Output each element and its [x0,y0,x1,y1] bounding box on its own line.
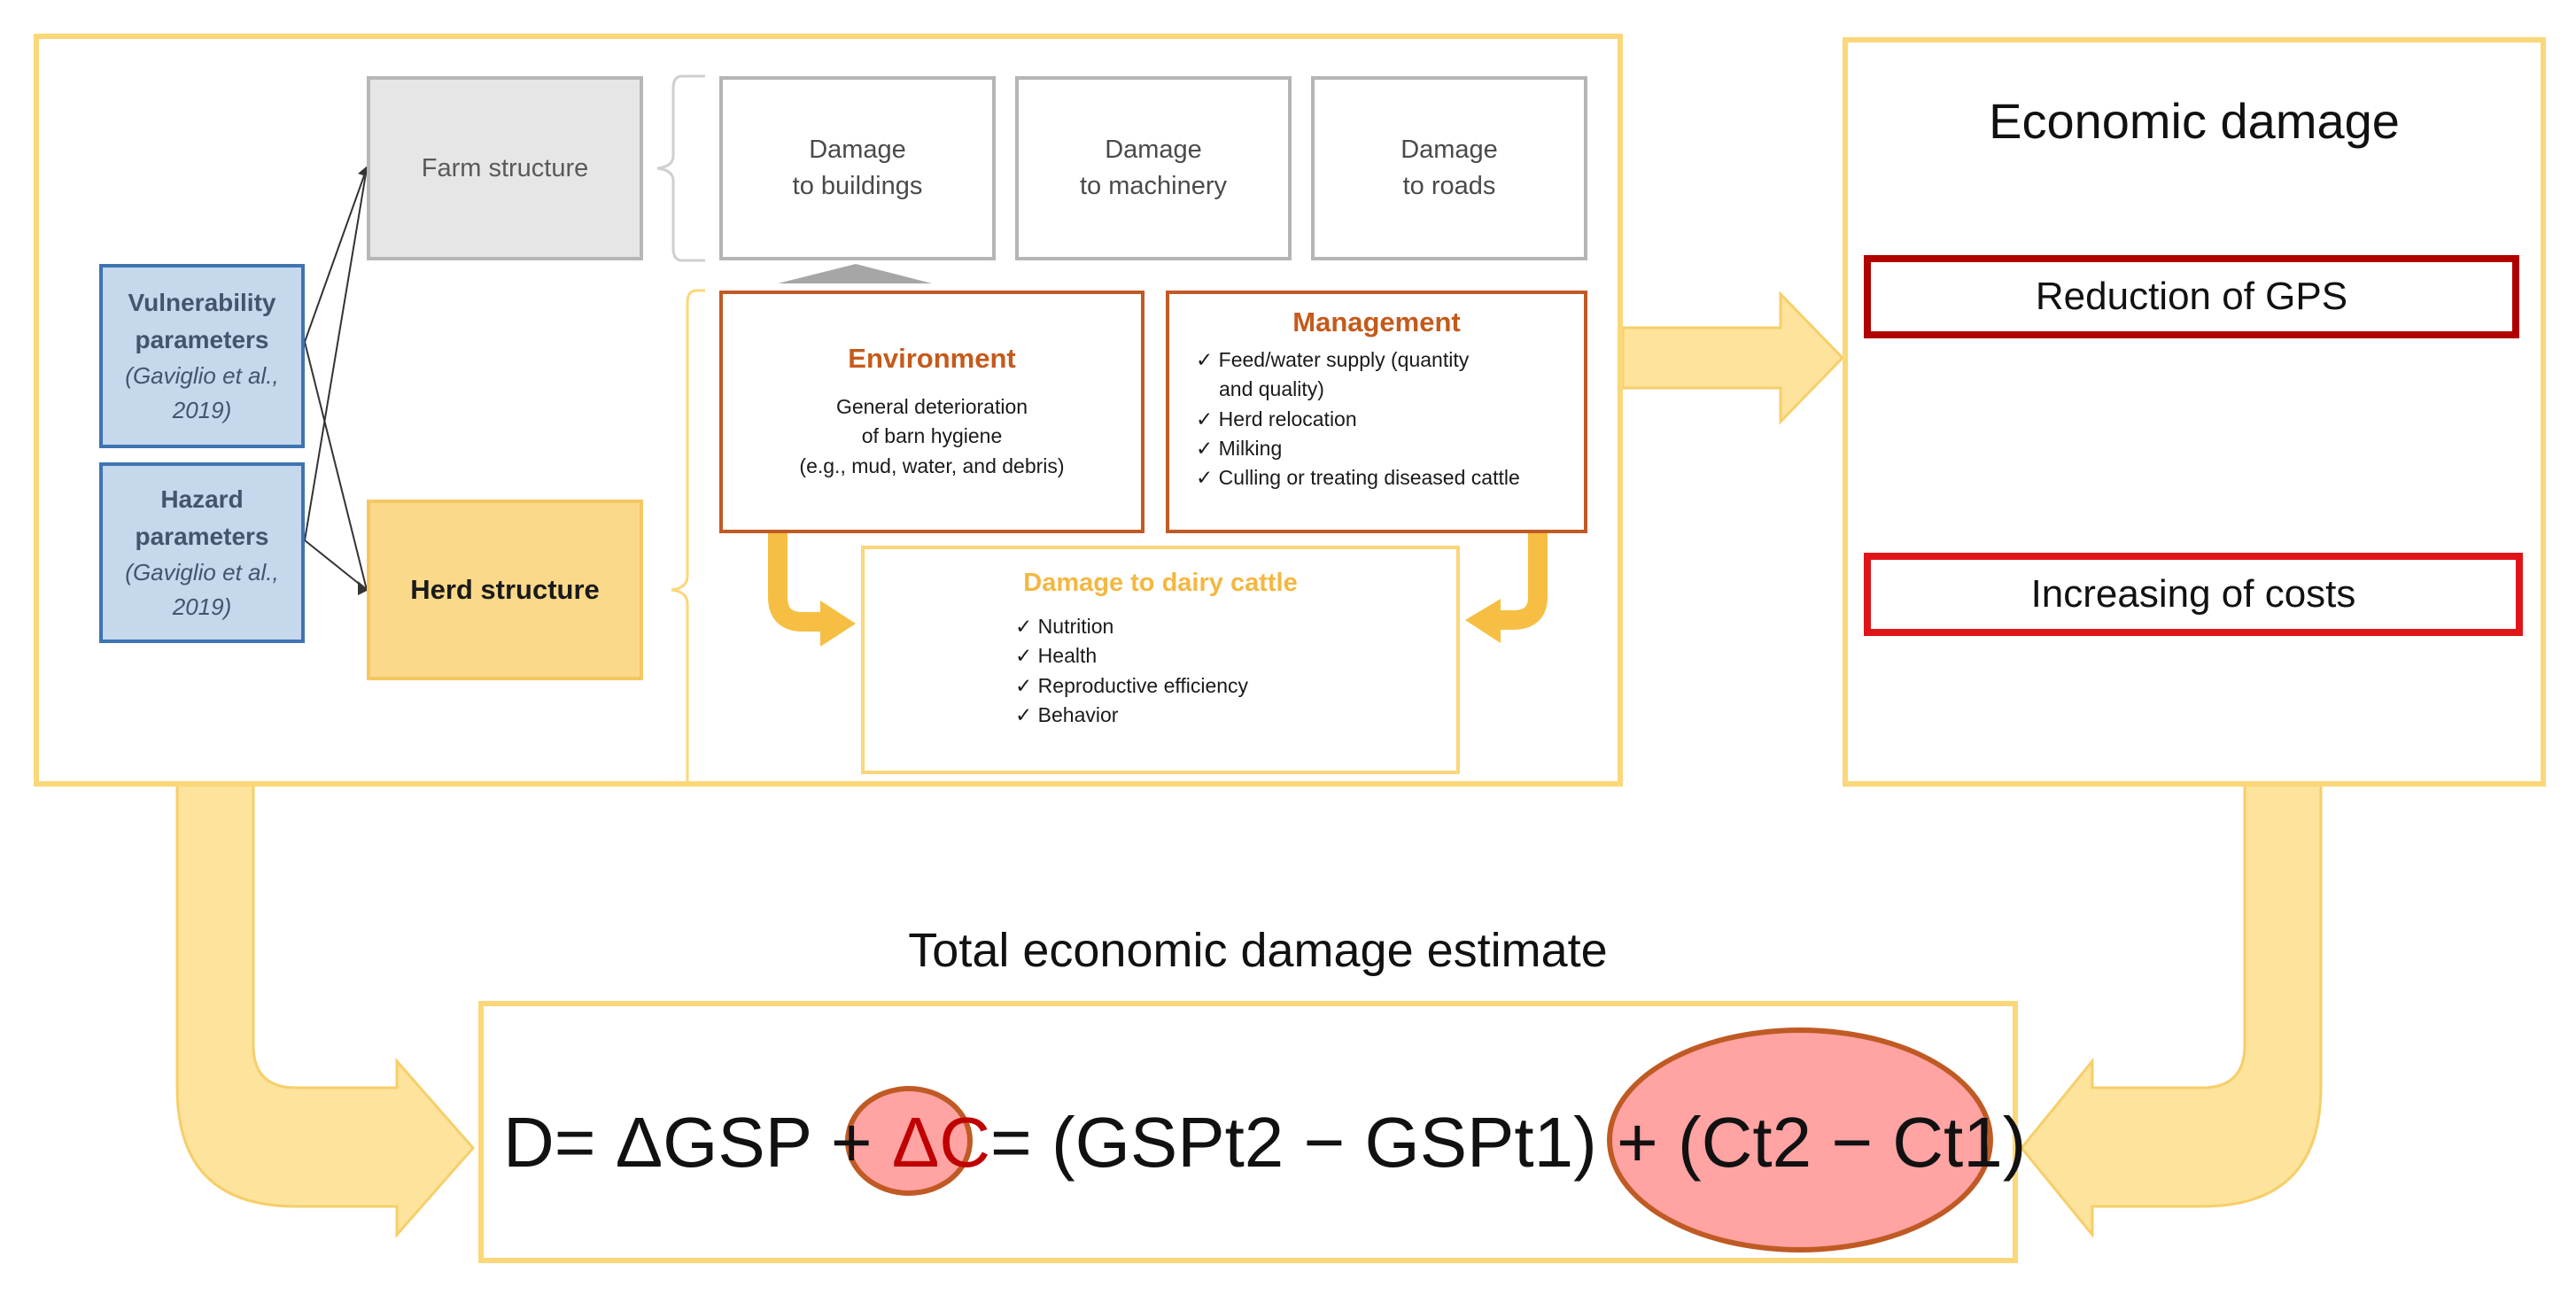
arrow-to-economic-damage [1621,291,1845,425]
hazard-title-2: parameters [135,523,269,550]
environment-line-3: (e.g., mud, water, and debris) [799,454,1065,477]
connector-vuln-herd [304,341,368,591]
arrow-management-to-cattle-head [1465,599,1501,643]
formula-box [478,1001,2018,1263]
hazard-parameters-box: Hazard parameters (Gaviglio et al., 2019… [99,462,305,643]
delta-c-oval [845,1086,973,1196]
arrowhead-farm [358,165,369,175]
hazard-citation-1: (Gaviglio et al., [125,559,279,585]
management-box: Management Feed/water supply (quantity a… [1166,291,1587,533]
vulnerability-title-2: parameters [135,326,269,353]
vulnerability-citation-2: 2019) [172,397,232,423]
formula-part-2: = (GSPt2 − GSPt1) + [990,1103,1678,1182]
hazard-title-1: Hazard [160,485,244,513]
damage-buildings-box: Damage to buildings [719,76,996,260]
management-item-1: Feed/water supply (quantity [1196,345,1584,375]
arrow-management-to-cattle [1497,533,1548,630]
environment-box: Environment General deterioration of bar… [719,291,1144,533]
management-item-1-cont: and quality) [1196,375,1584,404]
damage-machinery-line1: Damage [1105,136,1202,165]
dairy-cattle-item-3: Reproductive efficiency [1015,671,1456,701]
farm-structure-label: Farm structure [421,153,589,182]
economic-damage-panel: Economic damage [1843,37,2546,787]
total-estimate-title: Total economic damage estimate [908,924,1608,977]
economic-damage-title: Economic damage [1989,93,2400,149]
environment-line-1: General deterioration [835,394,1028,418]
dairy-cattle-list: Nutrition Health Reproductive efficiency… [1015,612,1456,730]
damage-roads-box: Damage to roads [1311,76,1587,260]
arrowhead-herd [358,581,369,595]
vulnerability-citation-1: (Gaviglio et al., [125,362,279,389]
dairy-cattle-item-1: Nutrition [1015,612,1456,641]
management-item-2: Herd relocation [1196,405,1584,434]
formula-delta-c: ΔC [891,1103,991,1182]
dairy-cattle-item-4: Behavior [1015,701,1456,730]
farm-structure-box: Farm structure [367,76,643,260]
dairy-cattle-box: Damage to dairy cattle Nutrition Health … [861,546,1460,774]
dairy-cattle-item-2: Health [1015,641,1456,671]
costs-oval [1607,1027,1993,1252]
vulnerability-parameters-box: Vulnerability parameters (Gaviglio et al… [99,264,305,448]
formula-costs: (Ct2 − Ct1) [1677,1103,2027,1182]
damage-roads-line1: Damage [1401,136,1498,165]
damage-buildings-line2: to buildings [792,172,923,200]
dairy-cattle-title: Damage to dairy cattle [1023,569,1298,597]
reduction-gps-box: Reduction of GPS [1864,255,2519,338]
hazard-citation-2: 2019) [172,593,232,620]
environment-title: Environment [848,342,1016,374]
increasing-costs-label: Increasing of costs [2030,572,2356,616]
formula-part-1: D= ΔGSP + [503,1103,892,1182]
environment-line-2: of barn hygiene [861,424,1003,448]
gray-triangle [778,264,932,283]
arrow-environment-to-cattle [768,528,824,632]
connector-hazard-farm [304,167,368,541]
herd-structure-box: Herd structure [367,500,643,680]
management-item-4: Culling or treating diseased cattle [1196,463,1584,492]
vulnerability-title-1: Vulnerability [128,289,276,316]
damage-machinery-line2: to machinery [1079,172,1227,200]
connector-vuln-farm [304,167,368,343]
formula: D= ΔGSP + ΔC= (GSPt2 − GSPt1) + (Ct2 − C… [503,1098,2026,1187]
increasing-costs-box: Increasing of costs [1864,553,2523,636]
management-title: Management [1292,306,1461,337]
damage-machinery-box: Damage to machinery [1015,76,1292,260]
farm-brace [656,74,705,262]
reduction-gps-label: Reduction of GPS [2035,275,2348,318]
management-item-1-continuation: and quality) [1219,377,1324,401]
hazard-damage-panel [34,34,1623,787]
damage-roads-line2: to roads [1402,172,1496,200]
management-item-3: Milking [1196,434,1584,463]
arrow-left-to-formula [175,781,475,1238]
herd-structure-label: Herd structure [410,574,600,605]
arrow-right-to-formula [2020,781,2323,1239]
management-list: Feed/water supply (quantity and quality)… [1196,345,1584,493]
connector-hazard-herd [304,539,368,591]
damage-buildings-line1: Damage [809,136,906,165]
arrow-environment-to-cattle-head [820,601,856,647]
herd-brace [671,289,705,783]
